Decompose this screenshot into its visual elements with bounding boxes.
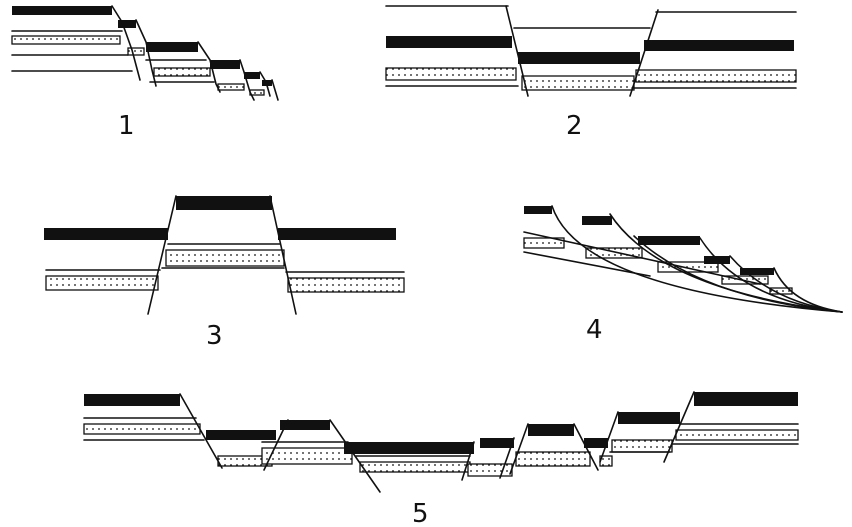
panel-5-label: 5 xyxy=(412,499,429,527)
panel-3-label: 3 xyxy=(206,321,223,351)
panel-4-label: 4 xyxy=(586,315,603,345)
panel-2-label: 2 xyxy=(566,111,583,141)
panel-3-horst: 3 xyxy=(44,195,405,351)
panel-1-label: 1 xyxy=(118,111,135,141)
panel-1-step-faults: 1 xyxy=(11,5,279,141)
panel-5-horst-graben-sequence: 5 xyxy=(83,391,799,527)
panel-2-graben: 2 xyxy=(385,5,797,141)
panel-4-listric-faults: 4 xyxy=(523,205,843,345)
